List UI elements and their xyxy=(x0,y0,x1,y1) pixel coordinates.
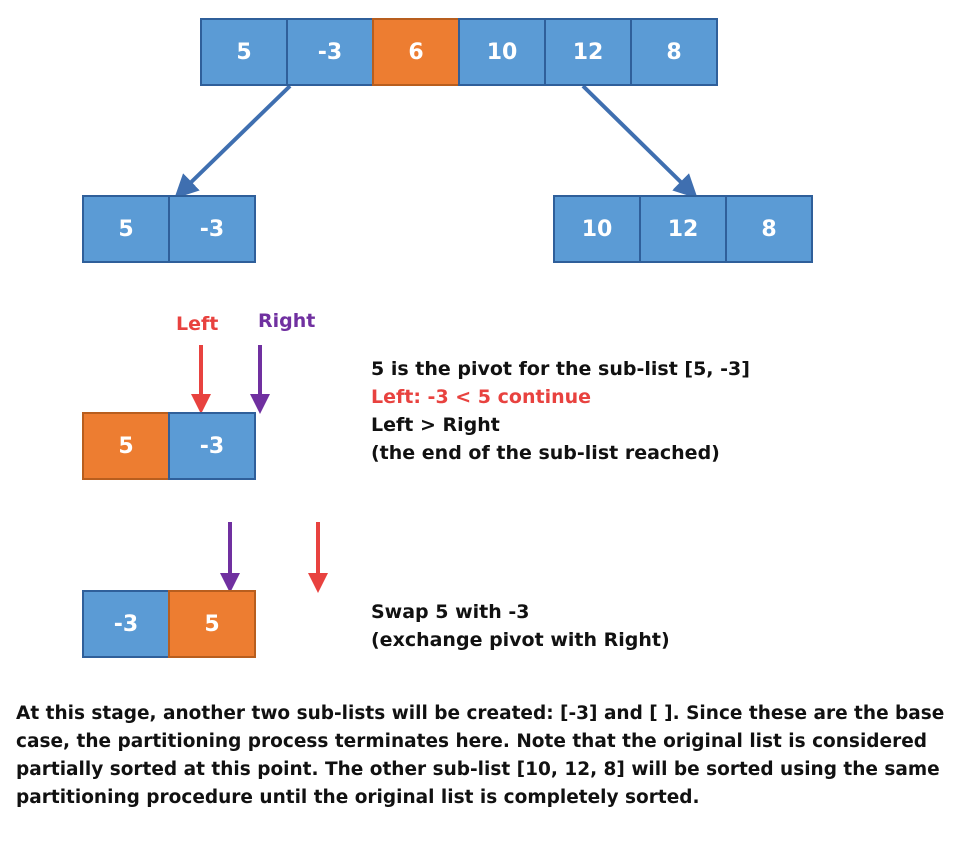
right-pointer-label: Right xyxy=(258,310,316,332)
step2-notes: Swap 5 with -3 (exchange pivot with Righ… xyxy=(371,598,670,654)
top-list-cell: 10 xyxy=(458,18,546,86)
step2-note-2: (exchange pivot with Right) xyxy=(371,629,670,651)
step1-notes: 5 is the pivot for the sub-list [5, -3] … xyxy=(371,355,750,467)
top-list-cell: 8 xyxy=(630,18,718,86)
step1-note-1: 5 is the pivot for the sub-list [5, -3] xyxy=(371,358,750,380)
sublist-cell: 8 xyxy=(725,195,813,263)
top-list: 5 -3 6 10 12 8 xyxy=(200,18,718,86)
step1-note-2: Left: -3 < 5 continue xyxy=(371,386,592,408)
top-list-pivot-cell: 6 xyxy=(372,18,460,86)
left-pointer-label: Left xyxy=(176,313,219,335)
step2-sublist: -3 5 xyxy=(82,590,256,658)
branch-arrow-left xyxy=(174,84,292,199)
pivot-cell: 5 xyxy=(82,412,170,480)
top-list-cell: 12 xyxy=(544,18,632,86)
conclusion-paragraph: At this stage, another two sub-lists wil… xyxy=(16,703,945,808)
right-sublist: 10 12 8 xyxy=(553,195,813,263)
sublist-cell: 5 xyxy=(82,195,170,263)
branch-arrow-right xyxy=(581,84,698,199)
top-list-cell: 5 xyxy=(200,18,288,86)
step1-sublist: 5 -3 xyxy=(82,412,256,480)
step1-note-3: Left > Right xyxy=(371,414,500,436)
pivot-cell: 5 xyxy=(168,590,256,658)
sublist-cell: 12 xyxy=(639,195,727,263)
sublist-cell: -3 xyxy=(82,590,170,658)
step1-note-4: (the end of the sub-list reached) xyxy=(371,442,720,464)
sublist-cell: 10 xyxy=(553,195,641,263)
step2-note-1: Swap 5 with -3 xyxy=(371,601,530,623)
sublist-cell: -3 xyxy=(168,412,256,480)
top-list-cell: -3 xyxy=(286,18,374,86)
sublist-cell: -3 xyxy=(168,195,256,263)
left-sublist: 5 -3 xyxy=(82,195,256,263)
